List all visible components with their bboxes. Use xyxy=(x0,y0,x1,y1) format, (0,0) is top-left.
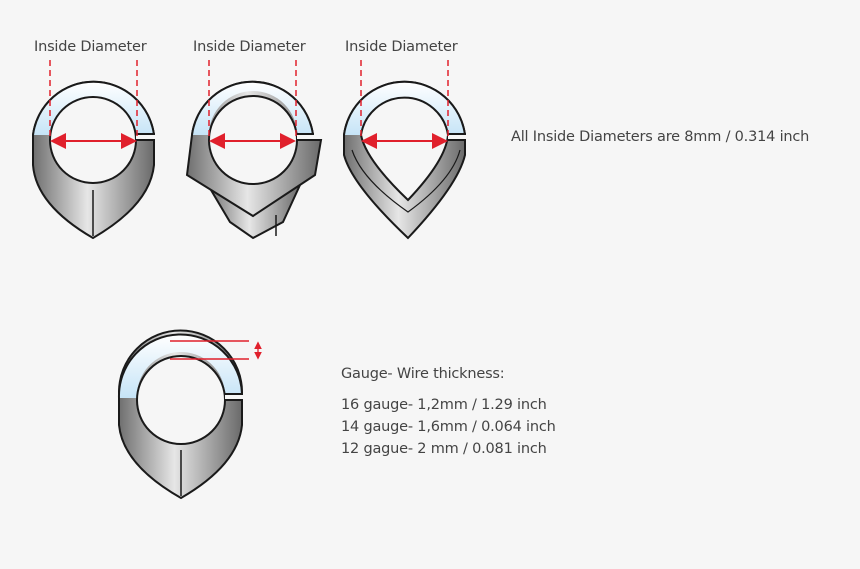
gauge-row: 16 gauge- 1,2mm / 1.29 inch xyxy=(341,397,547,413)
gauge-row: 12 gague- 2 mm / 0.081 inch xyxy=(341,441,547,457)
gauge-list: 16 gauge- 1,2mm / 1.29 inch 14 gauge- 1,… xyxy=(341,394,556,460)
gauge-row: 14 gauge- 1,6mm / 0.064 inch xyxy=(341,419,556,435)
gauge-title: Gauge- Wire thickness: xyxy=(341,366,505,382)
ring-diagram-shield xyxy=(185,60,323,240)
inside-diameter-note: All Inside Diameters are 8mm / 0.314 inc… xyxy=(511,129,810,145)
ring-diagram-teardrop xyxy=(32,60,156,240)
ring-diagram-pointed-teardrop xyxy=(343,60,468,240)
inside-diameter-label-1: Inside Diameter xyxy=(34,39,147,55)
inside-diameter-label-2: Inside Diameter xyxy=(193,39,306,55)
inside-diameter-label-3: Inside Diameter xyxy=(345,39,458,55)
ring-diagram-gauge xyxy=(117,329,262,500)
